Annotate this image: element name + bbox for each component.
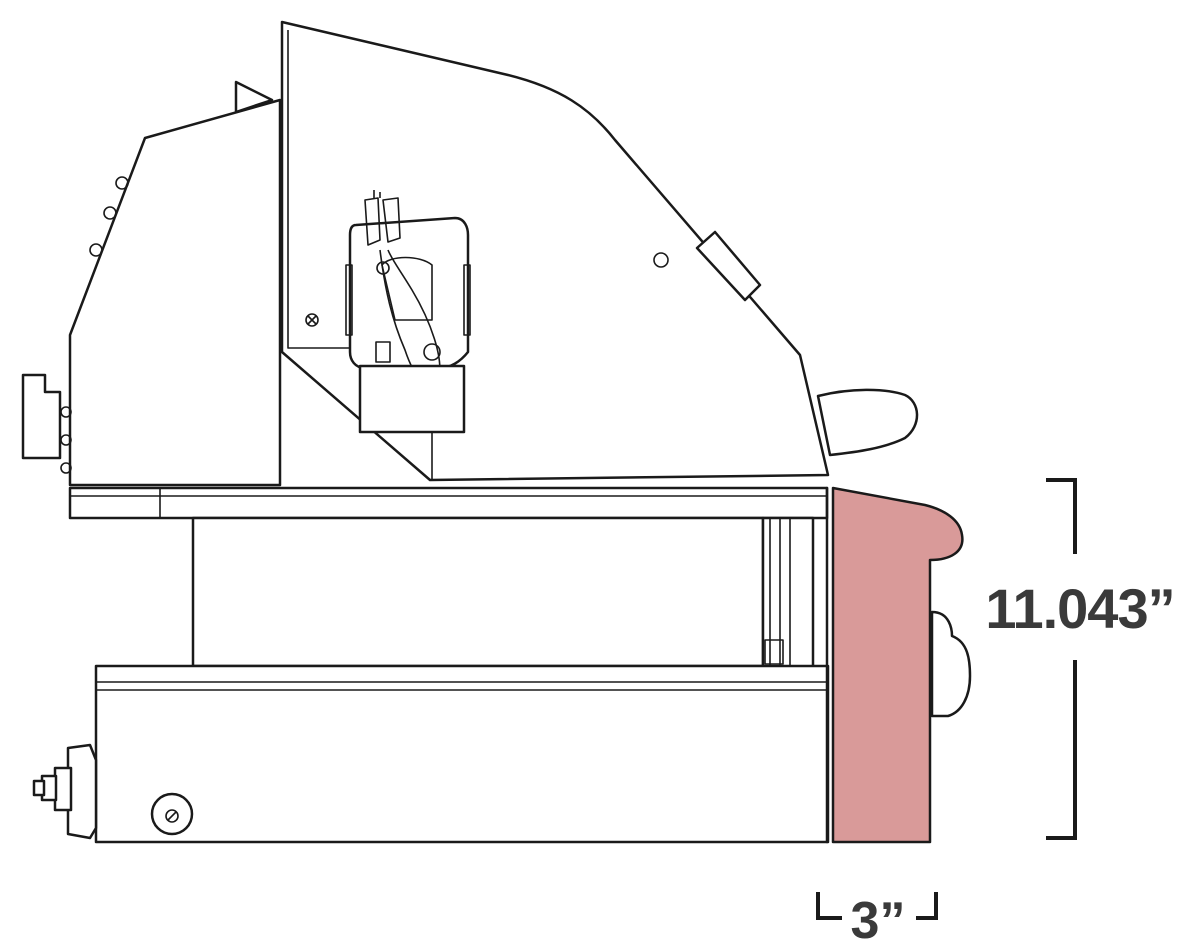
grill-hood xyxy=(21,80,282,487)
control-knob-icon xyxy=(816,388,919,457)
height-dimension-label: 11.043” xyxy=(985,577,1174,640)
width-dimension: 3” xyxy=(816,892,938,944)
width-dimension-label: 3” xyxy=(851,892,906,944)
height-dimension: 11.043” xyxy=(985,478,1176,840)
screw-icon xyxy=(305,313,319,327)
highlighted-front-panel xyxy=(831,486,972,844)
gas-valve-icon xyxy=(32,743,98,840)
power-cord-icon xyxy=(345,190,471,480)
grill-firebox xyxy=(68,486,830,844)
